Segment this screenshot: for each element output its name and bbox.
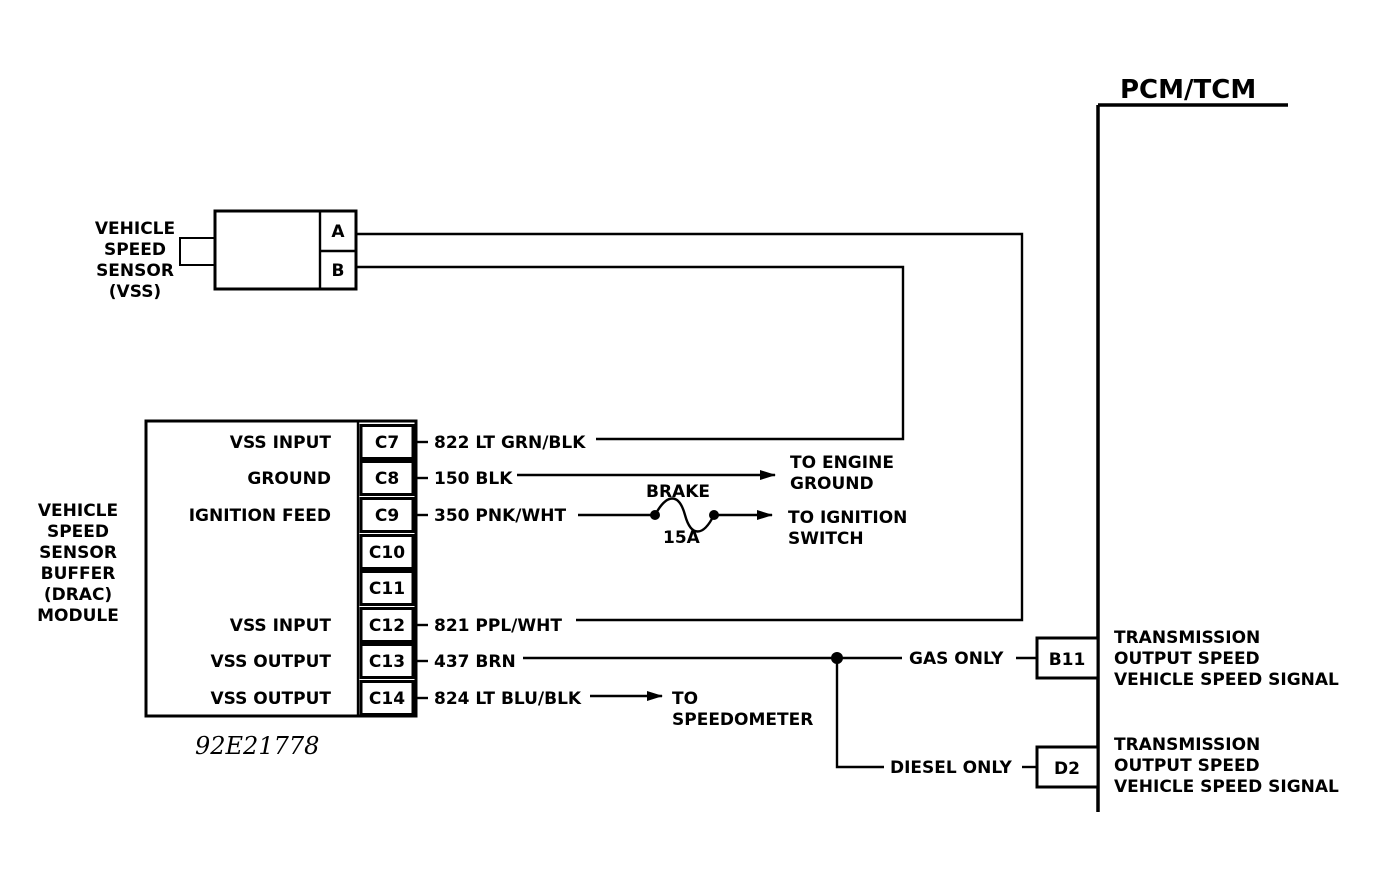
- wire-diesel-branch: [835, 658, 884, 769]
- wire-label: 437 BRN: [434, 652, 516, 672]
- pin-function-label: VSS OUTPUT: [210, 689, 331, 709]
- pcm-pin-desc: TRANSMISSION: [1114, 735, 1260, 755]
- vehicle-speed-sensor: A B: [179, 209, 358, 291]
- pin-label: C10: [369, 543, 405, 563]
- buffer-label-line: SENSOR: [39, 543, 117, 563]
- pin-label: C13: [369, 652, 405, 672]
- buffer-label-line: SPEED: [47, 522, 109, 542]
- wire-label: 150 BLK: [434, 469, 513, 489]
- gas-only-label: GAS ONLY: [909, 649, 1004, 669]
- pcm-pin-d2: D2: [1035, 745, 1100, 789]
- ignition-switch-label: SWITCH: [788, 529, 864, 549]
- pcm-pin-b11: B11: [1035, 636, 1100, 680]
- pcm-module-outline: [1096, 103, 1288, 812]
- pin-function-label: IGNITION FEED: [189, 506, 331, 526]
- buffer-label-line: VEHICLE: [38, 501, 118, 521]
- wires: [356, 232, 1037, 769]
- wire-label: 821 PPL/WHT: [434, 616, 562, 636]
- buffer-label-line: MODULE: [37, 606, 119, 626]
- pin-label: C9: [375, 506, 399, 526]
- wire-label: 350 PNK/WHT: [434, 506, 566, 526]
- vss-label-line: VEHICLE: [95, 219, 175, 239]
- pin-function-label: VSS OUTPUT: [210, 652, 331, 672]
- vss-label: VEHICLE SPEED SENSOR (VSS): [95, 219, 175, 302]
- vss-label-line: SPEED: [104, 240, 166, 260]
- pin-label: C11: [369, 579, 405, 599]
- fuse-brake-15a: [653, 497, 716, 533]
- ignition-switch-label: TO IGNITION: [788, 508, 907, 528]
- pin-function-label: GROUND: [247, 469, 331, 489]
- pcm-pin-label: D2: [1054, 759, 1080, 779]
- wire-vss-b-to-c7: [356, 265, 905, 441]
- pcm-title: PCM/TCM: [1120, 75, 1256, 105]
- pin-cell: [359, 570, 415, 606]
- buffer-label: VEHICLE SPEED SENSOR BUFFER (DRAC) MODUL…: [37, 501, 119, 626]
- pin-cell: [359, 607, 415, 643]
- wire-vss-a-to-c12: [356, 232, 1024, 622]
- speedometer-label: SPEEDOMETER: [672, 710, 813, 730]
- pcm-pin-label: B11: [1049, 650, 1086, 670]
- buffer-module: [144, 419, 418, 718]
- figure-code: 92E21778: [195, 732, 319, 760]
- engine-ground-label: TO ENGINE: [790, 453, 894, 473]
- vss-pin-a: A: [331, 222, 345, 242]
- pin-cell: [359, 460, 415, 496]
- engine-ground-label: GROUND: [790, 474, 874, 494]
- pin-label: C8: [375, 469, 399, 489]
- vss-label-line: (VSS): [109, 282, 161, 302]
- pcm-pin-desc: VEHICLE SPEED SIGNAL: [1114, 670, 1339, 690]
- fuse-terminal: [650, 510, 660, 520]
- wire-label: 822 LT GRN/BLK: [434, 433, 586, 453]
- pin-cell: [359, 424, 415, 460]
- vss-label-line: SENSOR: [96, 261, 174, 281]
- pin-function-label: VSS INPUT: [230, 433, 332, 453]
- fuse-rating: 15A: [663, 528, 701, 548]
- buffer-label-line: BUFFER: [41, 564, 116, 584]
- pcm-pin-desc: OUTPUT SPEED: [1114, 756, 1260, 776]
- pin-cell: [359, 497, 415, 533]
- buffer-label-line: (DRAC): [44, 585, 112, 605]
- pin-cell: [359, 680, 415, 716]
- pin-label: C12: [369, 616, 405, 636]
- pcm-pin-desc: TRANSMISSION: [1114, 628, 1260, 648]
- diesel-only-label: DIESEL ONLY: [890, 758, 1013, 778]
- fuse-name: BRAKE: [646, 482, 710, 502]
- vss-pin-b: B: [332, 261, 345, 281]
- pin-function-label: VSS INPUT: [230, 616, 332, 636]
- pcm-pin-desc: VEHICLE SPEED SIGNAL: [1114, 777, 1339, 797]
- pcm-pin-desc: OUTPUT SPEED: [1114, 649, 1260, 669]
- pin-cell: [359, 534, 415, 570]
- pin-cell: [359, 643, 415, 679]
- pin-label: C7: [375, 433, 399, 453]
- wire-label: 824 LT BLU/BLK: [434, 689, 582, 709]
- speedometer-label: TO: [672, 689, 698, 709]
- pin-label: C14: [369, 689, 405, 709]
